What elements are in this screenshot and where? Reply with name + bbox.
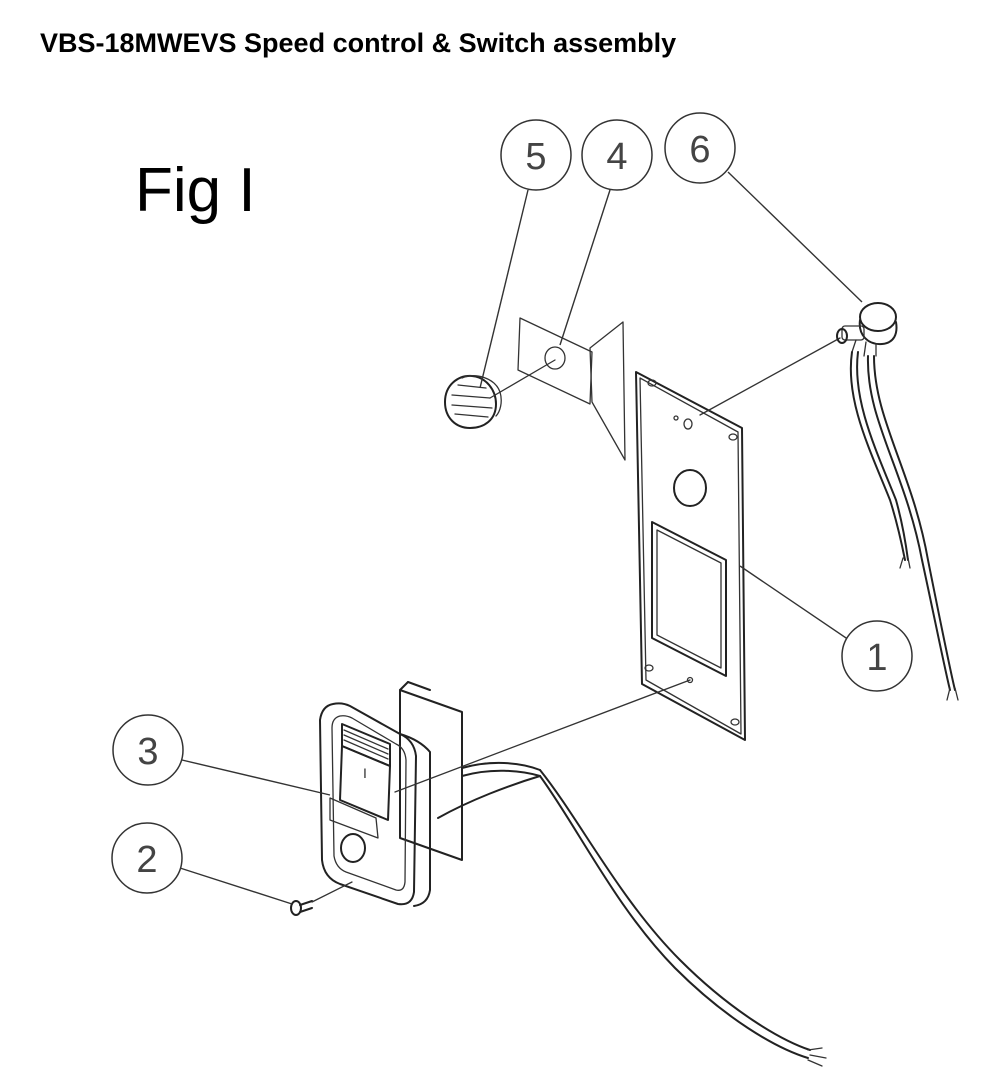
screw — [290, 881, 353, 916]
figure-label: Fig I — [135, 156, 256, 225]
mounting-plate — [635, 371, 746, 741]
callout-4: 4 — [581, 119, 653, 191]
svg-text:1: 1 — [866, 637, 887, 679]
potentiometer — [836, 302, 959, 701]
label-sheet — [517, 317, 626, 461]
switch-marking: I — [363, 765, 367, 781]
callout-6: 6 — [664, 112, 736, 184]
callout-2: 2 — [111, 822, 183, 894]
svg-text:6: 6 — [689, 129, 710, 171]
page-title: VBS-18MWEVS Speed control & Switch assem… — [40, 28, 677, 58]
svg-text:4: 4 — [606, 136, 627, 178]
callout-1: 1 — [841, 620, 913, 692]
svg-text:5: 5 — [525, 136, 546, 178]
rocker-switch — [319, 681, 827, 1067]
svg-text:3: 3 — [137, 731, 158, 773]
svg-text:2: 2 — [136, 839, 157, 881]
callout-3: 3 — [112, 714, 184, 786]
callout-5: 5 — [500, 119, 572, 191]
speed-knob — [444, 374, 502, 429]
